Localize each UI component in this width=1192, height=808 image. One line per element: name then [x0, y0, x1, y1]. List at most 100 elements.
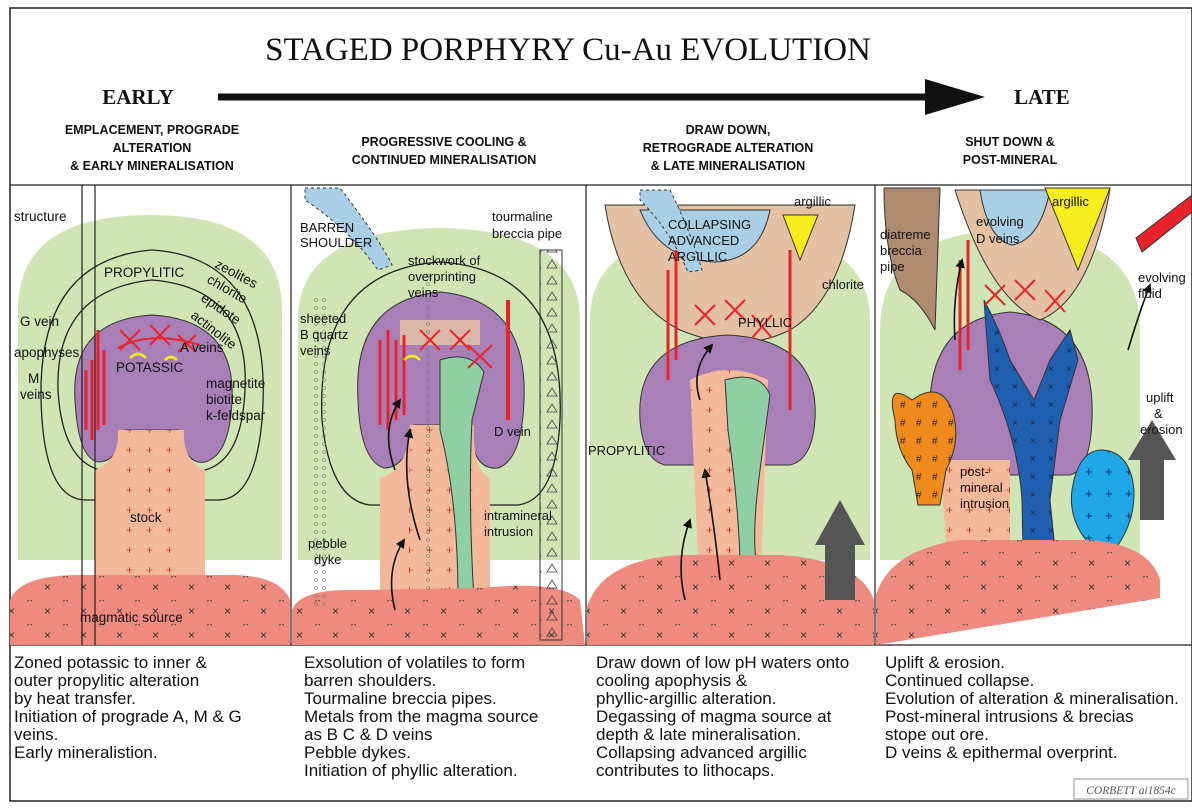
label-barren-shoulder-1: BARREN — [300, 220, 354, 235]
label-collapsing-1: COLLAPSING — [668, 217, 751, 232]
label-diatreme-3: pipe — [880, 259, 905, 274]
label-uplift-3: erosion — [1140, 422, 1183, 437]
note-2-1: Exsolution of volatiles to form — [304, 653, 525, 672]
note-3-7: contributes to lithocaps. — [596, 761, 775, 780]
note-3-1: Draw down of low pH waters onto — [596, 653, 849, 672]
label-diatreme-1: diatreme — [880, 227, 931, 242]
label-a-veins: A veins — [180, 340, 224, 355]
label-intramineral-2: intrusion — [484, 524, 533, 539]
label-biotite: biotite — [206, 392, 242, 407]
main-title: STAGED PORPHYRY Cu-Au EVOLUTION — [265, 32, 871, 68]
heading-4-line-2: POST-MINERAL — [963, 153, 1058, 167]
notes-section: Zoned potassic to inner & outer propylit… — [14, 653, 1179, 780]
notes-panel-3: Draw down of low pH waters onto cooling … — [596, 653, 849, 780]
label-stockwork-2: overprinting — [408, 269, 476, 284]
label-k-feldspar: k-feldspar — [206, 408, 266, 423]
label-structure: structure — [14, 209, 67, 224]
label-evolving-fluid-1: evolving — [1138, 270, 1186, 285]
note-2-5: as B C & D veins — [304, 725, 433, 744]
note-2-3: Tourmaline breccia pipes. — [304, 689, 497, 708]
label-collapsing-2: ADVANCED — [668, 233, 739, 248]
label-pebble-1: pebble — [308, 536, 347, 551]
heading-1-line-3: & EARLY MINERALISATION — [70, 159, 234, 173]
heading-2-line-1: PROGRESSIVE COOLING & — [361, 135, 526, 149]
note-1-1: Zoned potassic to inner & — [14, 653, 207, 672]
note-1-3: by heat transfer. — [14, 689, 136, 708]
heading-3-line-2: RETROGRADE ALTERATION — [643, 141, 814, 155]
label-magmatic-source: magmatic source — [80, 610, 183, 625]
note-1-5: veins. — [14, 725, 58, 744]
note-1-6: Early mineralistion. — [14, 743, 158, 762]
heading-3-line-1: DRAW DOWN, — [686, 123, 771, 137]
early-label: EARLY — [102, 85, 174, 109]
label-magnetite: magnetite — [206, 376, 265, 391]
note-4-3: Evolution of alteration & mineralisation… — [885, 689, 1179, 708]
notes-panel-1: Zoned potassic to inner & outer propylit… — [14, 653, 242, 762]
panel-4-section — [876, 188, 1192, 645]
label-sheeted-2: B quartz — [300, 327, 348, 342]
label-m-veins-1: M — [28, 371, 39, 386]
heading-1-line-1: EMPLACEMENT, PROGRADE — [65, 123, 239, 137]
label-post-mineral-1: post- — [960, 464, 989, 479]
label-uplift-2: & — [1154, 406, 1163, 421]
label-pebble-2: dyke — [314, 552, 341, 567]
label-post-mineral-3: intrusion — [960, 496, 1009, 511]
note-4-6: D veins & epithermal overprint. — [885, 743, 1117, 762]
heading-2-line-2: CONTINUED MINERALISATION — [352, 153, 537, 167]
label-argillic-4: argillic — [1052, 194, 1089, 209]
heading-1-line-2: ALTERATION — [113, 141, 192, 155]
credit-text: CORBETT ai1854c — [1086, 785, 1176, 797]
note-2-6: Pebble dykes. — [304, 743, 411, 762]
label-stock: stock — [130, 510, 162, 525]
label-tourmaline-2: breccia pipe — [492, 226, 562, 241]
label-potassic: POTASSIC — [116, 360, 184, 375]
note-2-4: Metals from the magma source — [304, 707, 538, 726]
label-argillic-3: argillic — [794, 194, 831, 209]
label-diatreme-2: breccia — [880, 243, 923, 258]
notes-panel-2: Exsolution of volatiles to form barren s… — [304, 653, 538, 780]
label-post-mineral-2: mineral — [960, 480, 1003, 495]
label-chlorite-3: chlorite — [822, 277, 864, 292]
note-3-4: Degassing of magma source at — [596, 707, 832, 726]
label-collapsing-3: ARGILLIC — [668, 249, 727, 264]
label-evolving-d-1: evolving — [976, 214, 1024, 229]
notes-panel-4: Uplift & erosion. Continued collapse. Ev… — [885, 653, 1179, 762]
note-2-2: barren shoulders. — [304, 671, 436, 690]
label-evolving-d-2: D veins — [976, 231, 1020, 246]
heading-4-line-1: SHUT DOWN & — [965, 135, 1055, 149]
note-4-5: stope out ore. — [885, 725, 989, 744]
label-apophyses: apophyses — [14, 345, 80, 360]
note-4-1: Uplift & erosion. — [885, 653, 1005, 672]
label-propylitic-3: PROPYLITIC — [588, 443, 665, 458]
label-intramineral-1: intramineral — [484, 508, 552, 523]
label-tourmaline-1: tourmaline — [492, 209, 553, 224]
label-d-vein: D vein — [494, 424, 531, 439]
note-3-3: phyllic-argillic alteration. — [596, 689, 776, 708]
late-label: LATE — [1014, 85, 1070, 109]
time-arrow-head — [925, 79, 985, 115]
label-stockwork-1: stockwork of — [408, 253, 481, 268]
heading-3-line-3: & LATE MINERALISATION — [651, 159, 805, 173]
pebble-dyke-2 — [424, 270, 432, 590]
evolving-fluid-dyke — [1136, 195, 1192, 252]
note-3-2: cooling apophysis & — [596, 671, 748, 690]
note-1-2: outer propylitic alteration — [14, 671, 199, 690]
note-4-2: Continued collapse. — [885, 671, 1034, 690]
note-4-4: Post-mineral intrusions & brecias — [885, 707, 1133, 726]
tourmaline-breccia-pipe — [540, 250, 562, 640]
note-3-6: Collapsing advanced argillic — [596, 743, 807, 762]
panel-3-section — [586, 190, 874, 645]
label-g-vein: G vein — [20, 314, 59, 329]
magmatic-source-pattern-4 — [876, 540, 1160, 645]
label-evolving-fluid-2: fluid — [1138, 286, 1162, 301]
label-m-veins-2: veins — [20, 387, 52, 402]
label-sheeted-3: veins — [300, 343, 331, 358]
note-3-5: depth & late mineralisation. — [596, 725, 801, 744]
label-sheeted-1: sheeted — [300, 311, 346, 326]
label-barren-shoulder-2: SHOULDER — [300, 235, 372, 250]
label-phyllic: PHYLLIC — [738, 315, 792, 330]
note-1-4: Initiation of prograde A, M & G — [14, 707, 242, 726]
label-stockwork-3: veins — [408, 285, 439, 300]
